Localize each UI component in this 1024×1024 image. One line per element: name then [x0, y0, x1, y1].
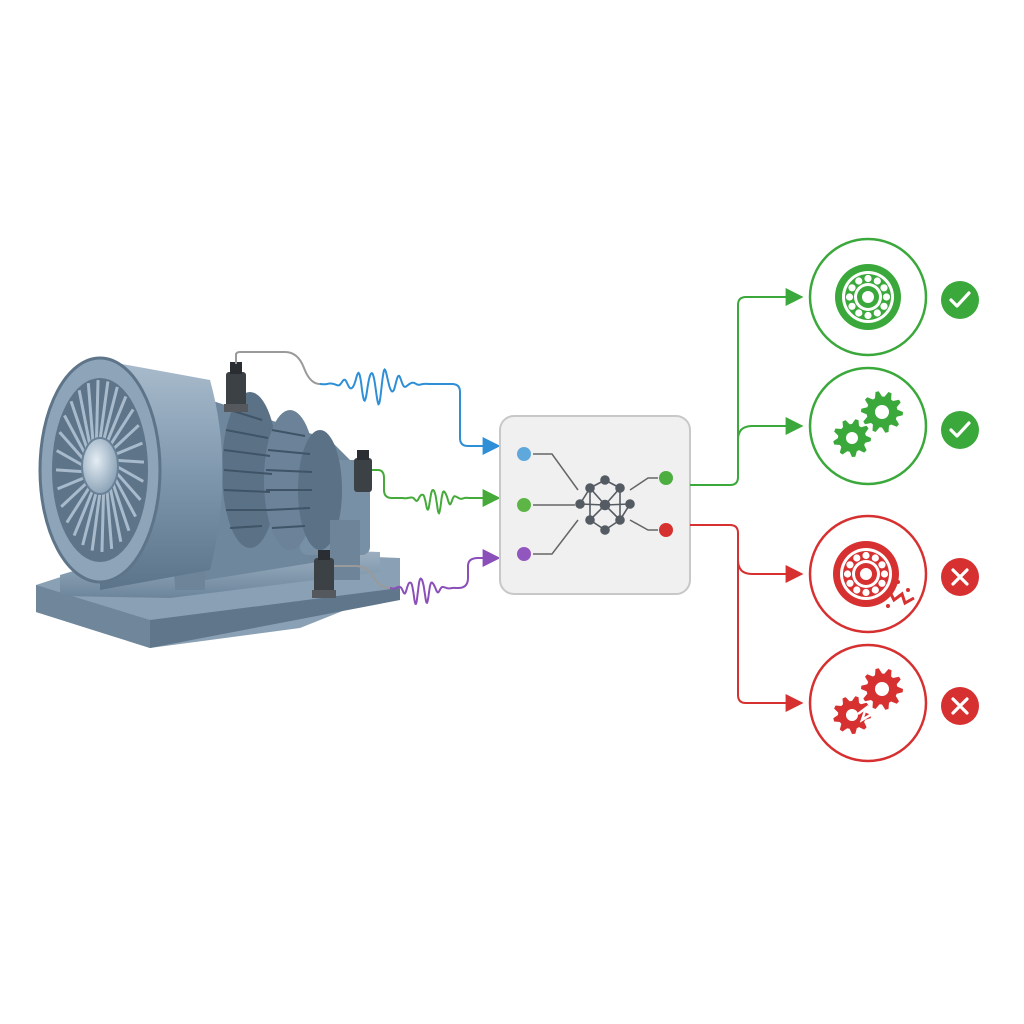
outcome-healthy-gears [808, 366, 979, 486]
bearing-ball [864, 311, 872, 320]
sensor-cable-3 [334, 565, 391, 589]
gear-hole [875, 682, 889, 696]
bearing-ball [880, 284, 888, 292]
bearing-ball [845, 293, 854, 301]
bearing-ball [855, 277, 863, 285]
bearing-ball [878, 579, 886, 587]
bearing-ball [862, 588, 870, 597]
fan-blades [55, 380, 145, 552]
sensor-cable-2 [372, 469, 402, 499]
cooling-fins [222, 392, 342, 550]
bearing-ball [871, 586, 879, 594]
branch-arrow-1 [690, 288, 804, 486]
bearing-ball [880, 570, 889, 578]
fan-hub [81, 437, 119, 495]
output-node-faulty [659, 523, 673, 537]
damaged-bearing-icon [833, 541, 915, 608]
bearing-ball [848, 302, 856, 310]
neural-network-icon [575, 475, 635, 535]
outcome-healthy-bearing [808, 237, 979, 357]
bearing-ball [864, 274, 872, 283]
bearing-ball [878, 561, 886, 569]
bearing-ball [862, 551, 870, 560]
gear-hole [846, 709, 858, 721]
sensor-1 [224, 362, 248, 412]
gearbox-motor-icon [36, 356, 400, 648]
check-icon [941, 411, 979, 449]
gear-hole [875, 405, 889, 419]
bearing-ball [846, 579, 854, 587]
signal-arrow-1 [430, 383, 501, 455]
bearing-icon [835, 264, 901, 330]
model-box [499, 415, 691, 595]
crack-icon [881, 589, 915, 606]
bearing-ball [843, 570, 852, 578]
vibration-signal-icon [389, 577, 458, 605]
sensor-2 [354, 450, 372, 492]
broken-gears-icon [833, 668, 903, 734]
sensor-cable-1 [235, 351, 321, 385]
bearing-ball [873, 309, 881, 317]
branch-arrow-2 [737, 417, 804, 441]
check-icon [941, 281, 979, 319]
branch-arrow-3 [737, 559, 804, 583]
signal-arrow-3 [457, 549, 501, 589]
bearing-ball [853, 586, 861, 594]
crack-icon [857, 704, 873, 723]
bearing-ball [853, 554, 861, 562]
bearing-ball [871, 554, 879, 562]
input-node-3 [517, 547, 531, 561]
bearing-ball [855, 309, 863, 317]
bearing-ball [882, 293, 891, 301]
input-node-1 [517, 447, 531, 461]
output-node-healthy [659, 471, 673, 485]
vibration-signal-icon [320, 368, 430, 406]
output-branches [690, 288, 804, 712]
branch-arrow-4 [690, 524, 804, 712]
input-node-2 [517, 498, 531, 512]
gear-hole [846, 432, 858, 444]
bearing-ball [848, 284, 856, 292]
bearing-ball [873, 277, 881, 285]
bearing-ball [846, 561, 854, 569]
signal-paths [235, 351, 501, 605]
bearing-ball [880, 302, 888, 310]
vibration-signal-icon [402, 488, 470, 515]
gears-icon [833, 391, 903, 457]
outcome-faulty-gears [808, 643, 979, 763]
outcome-faulty-bearing [808, 514, 979, 634]
sensor-3 [312, 550, 336, 598]
